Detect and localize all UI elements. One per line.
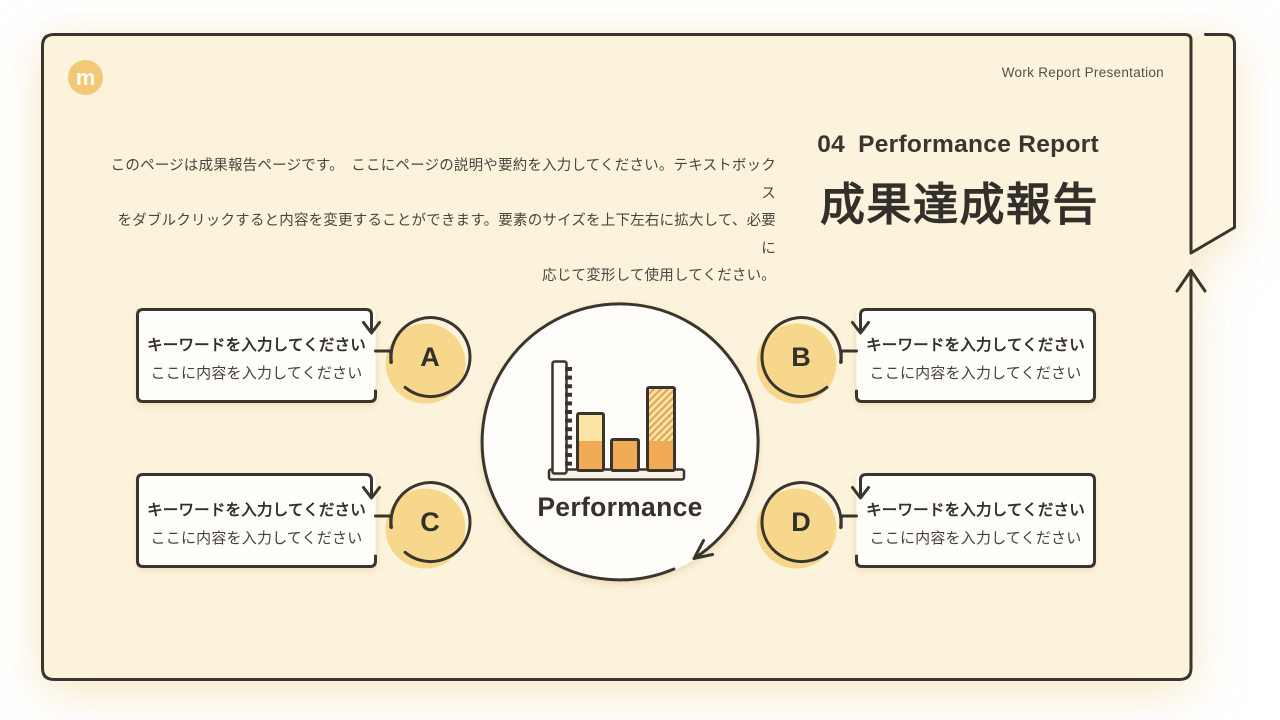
callout-a-circle (389, 316, 472, 399)
header-note: Work Report Presentation (1001, 65, 1164, 80)
bar-chart-icon (547, 360, 686, 481)
page-title[interactable]: 成果達成報告 (819, 179, 1099, 230)
callout-keyword: キーワードを入力してください (147, 337, 366, 354)
callout-d-boxfill (856, 474, 1095, 567)
callout-c-circle (389, 481, 472, 564)
callout-content: ここに内容を入力してください (150, 365, 363, 382)
center-circle[interactable] (480, 302, 760, 582)
callout-a-blob (385, 323, 466, 404)
callout-a-letter: A (420, 341, 440, 372)
callout-d-blob (756, 488, 837, 569)
callout-keyword: キーワードを入力してください (866, 337, 1085, 354)
callout-b-circle (760, 316, 843, 399)
logo-letter: m (75, 64, 96, 90)
center-label[interactable]: Performance (537, 492, 703, 522)
description-line: をダブルクリックすると内容を変更することができます。要素のサイズを上下左右に拡大… (117, 213, 776, 257)
section-label: Performance Report (858, 131, 1099, 158)
callout-content: ここに内容を入力してください (150, 530, 363, 547)
callout-a-text[interactable]: キーワードを入力してください ここに内容を入力してください (147, 332, 366, 388)
callout-a-shape[interactable] (136, 308, 472, 404)
callout-c-letter: C (420, 506, 440, 537)
callout-b-letter: B (791, 341, 811, 372)
down-arrow-icon (851, 321, 870, 335)
callout-d-shape[interactable] (756, 473, 1096, 569)
page-fold-icon (1189, 33, 1236, 255)
callout-b-boxfill (856, 309, 1095, 402)
callout-b-text[interactable]: キーワードを入力してください ここに内容を入力してください (866, 332, 1085, 388)
section-heading[interactable]: 04 Performance Report (817, 131, 1099, 159)
callout-keyword: キーワードを入力してください (147, 502, 366, 519)
description-line: 応じて変形して使用してください。 (542, 268, 776, 284)
callout-keyword: キーワードを入力してください (866, 502, 1085, 519)
callout-b-shape[interactable] (756, 308, 1096, 404)
callout-content: ここに内容を入力してください (869, 530, 1082, 547)
callout-d-letter: D (791, 506, 811, 537)
down-arrow-icon (851, 486, 870, 500)
circular-arrow (480, 302, 760, 582)
description-line: このページは成果報告ページです。 ここにページの説明や要約を入力してください。テ… (110, 158, 776, 202)
circular-arrow-head (692, 539, 714, 560)
callout-c-boxfill (137, 474, 376, 567)
callout-c-text[interactable]: キーワードを入力してください ここに内容を入力してください (147, 497, 366, 553)
callout-c-blob (385, 488, 466, 569)
down-arrow-icon (362, 321, 381, 335)
slide-border (41, 33, 1193, 681)
callout-d-text[interactable]: キーワードを入力してください ここに内容を入力してください (866, 497, 1085, 553)
callout-c-shape[interactable] (136, 473, 472, 569)
section-number: 04 (817, 131, 846, 158)
callout-a-boxfill (137, 309, 376, 402)
up-arrow-icon (1175, 269, 1207, 293)
callout-b-blob (756, 323, 837, 404)
description-textbox[interactable]: このページは成果報告ページです。 ここにページの説明や要約を入力してください。テ… (106, 153, 776, 291)
brand-logo: m (68, 60, 103, 95)
callout-d-circle (760, 481, 843, 564)
down-arrow-icon (362, 486, 381, 500)
callout-content: ここに内容を入力してください (869, 365, 1082, 382)
